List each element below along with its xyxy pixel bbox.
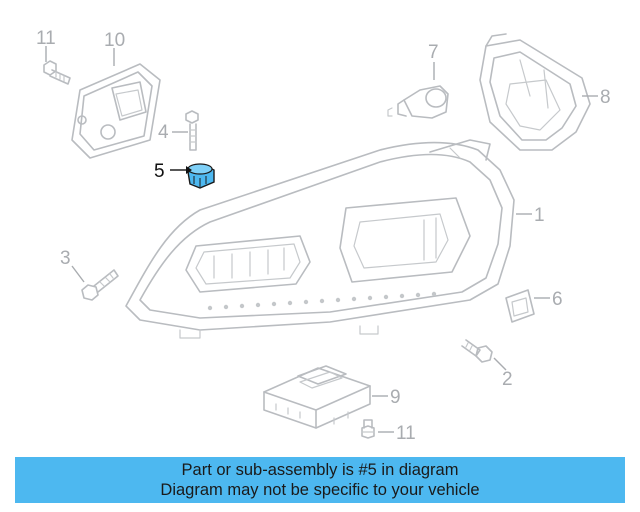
- part-11-bolt-top: 11: [36, 28, 71, 85]
- callout-7: 7: [428, 42, 439, 63]
- callout-11-top: 11: [36, 28, 56, 49]
- callout-4: 4: [158, 122, 169, 143]
- callout-3: 3: [60, 248, 71, 269]
- part-5-grommet: 5: [154, 161, 215, 189]
- part-7-bulb-connector: 7: [387, 42, 449, 119]
- callout-9: 9: [390, 387, 401, 408]
- part-10-control-module: 10: [71, 30, 161, 159]
- part-4-screw: 4: [158, 110, 199, 151]
- callout-8: 8: [600, 87, 611, 108]
- info-banner: Part or sub-assembly is #5 in diagram Di…: [15, 457, 625, 503]
- callout-6: 6: [552, 289, 563, 310]
- banner-line-1: Part or sub-assembly is #5 in diagram: [181, 461, 459, 479]
- part-11-bolt-bottom: 11: [361, 419, 416, 444]
- part-9-ballast: 9: [263, 365, 401, 429]
- callout-1: 1: [534, 205, 545, 226]
- part-1-headlamp: 1: [125, 139, 545, 339]
- callout-10: 10: [104, 30, 125, 51]
- callout-11-bottom: 11: [396, 423, 416, 444]
- callout-2: 2: [502, 369, 513, 390]
- part-8-housing-cover: 8: [479, 33, 611, 151]
- callout-5: 5: [154, 161, 165, 182]
- banner-line-2: Diagram may not be specific to your vehi…: [160, 481, 480, 499]
- part-6-clip: 6: [505, 289, 563, 323]
- part-2-screw: 2: [461, 339, 513, 390]
- part-3-bolt: 3: [60, 248, 119, 301]
